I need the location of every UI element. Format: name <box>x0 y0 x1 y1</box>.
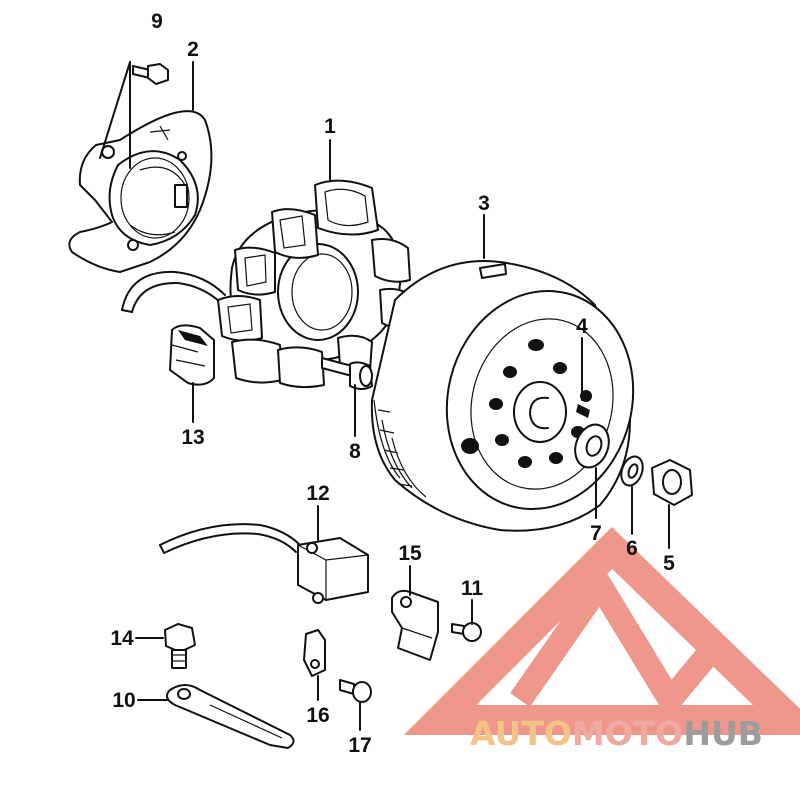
watermark-text: AUTOMOTOHUB <box>470 714 763 753</box>
watermark-hub: HUB <box>683 714 763 753</box>
callout-16: 16 <box>306 704 329 727</box>
callout-4: 4 <box>576 315 588 338</box>
callout-6: 6 <box>626 537 638 560</box>
callout-10: 10 <box>112 689 135 712</box>
clip-16 <box>303 629 326 677</box>
callout-3: 3 <box>478 192 490 215</box>
callout-7: 7 <box>590 522 602 545</box>
callout-2: 2 <box>187 38 199 61</box>
stator-wire <box>121 270 226 313</box>
callout-5: 5 <box>663 552 675 575</box>
callout-15: 15 <box>398 542 422 565</box>
pulse-generator-12 <box>159 523 369 604</box>
callout-17: 17 <box>348 734 371 757</box>
flywheel-rotor <box>370 260 635 532</box>
callout-14: 14 <box>110 627 134 650</box>
grommet-13 <box>169 324 215 386</box>
callout-12: 12 <box>306 482 329 505</box>
leader-9a <box>99 61 131 159</box>
leader-lines <box>135 61 670 731</box>
watermark-logo <box>403 526 800 735</box>
bracket-15 <box>391 589 439 661</box>
watermark-auto: AUTO <box>470 714 572 753</box>
bolt-14 <box>164 623 196 669</box>
callout-9: 9 <box>151 10 163 33</box>
screw-17 <box>339 679 372 703</box>
bolt-9 <box>132 63 169 85</box>
strap-10 <box>165 684 295 749</box>
callout-11: 11 <box>461 577 484 600</box>
callout-8: 8 <box>349 440 361 463</box>
washer-7 <box>574 423 610 469</box>
callout-1: 1 <box>324 115 336 138</box>
screw-11 <box>451 622 482 642</box>
callout-13: 13 <box>181 426 204 449</box>
washer-6 <box>620 455 644 487</box>
nut-5 <box>651 459 693 506</box>
callout-labels: 1 2 3 4 5 6 7 8 9 10 11 12 13 14 15 16 1… <box>110 10 675 757</box>
stator-base-plate <box>68 110 213 273</box>
watermark-moto: MOTO <box>572 714 683 753</box>
